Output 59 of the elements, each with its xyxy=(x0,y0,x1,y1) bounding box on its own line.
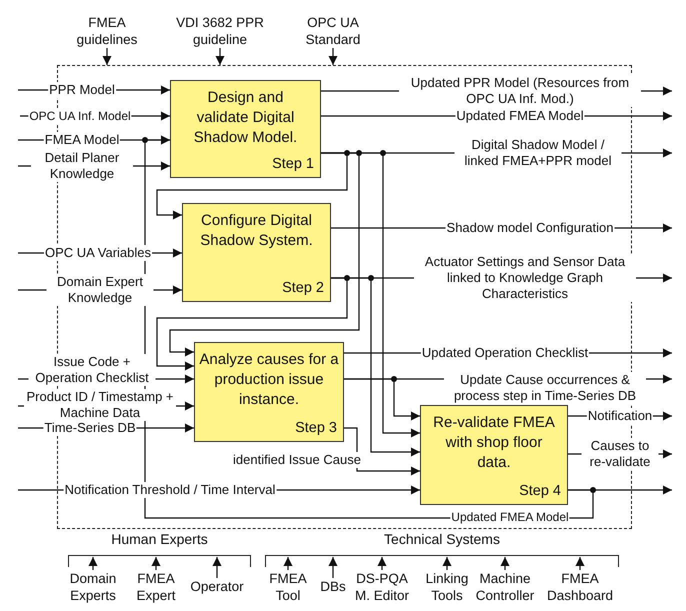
step-number: Step 1 xyxy=(272,155,314,173)
group-heading: Human Experts xyxy=(111,531,208,548)
edge-label: PPR Model xyxy=(48,82,116,98)
edge-label: Detail Planer Knowledge xyxy=(31,150,133,182)
control-label: FMEA guidelines xyxy=(67,14,147,48)
arrow xyxy=(576,557,584,570)
arrow xyxy=(328,557,338,578)
arrow xyxy=(378,557,386,570)
edge-label: Update Cause occurrences & process step in Time-Series DB xyxy=(444,372,646,404)
edge-label: Updated FMEA Model xyxy=(455,108,585,124)
arrow xyxy=(328,48,338,65)
edge-label: Actuator Settings and Sensor Data linked to Knowledge Graph Characteristics xyxy=(414,254,636,302)
arrow xyxy=(88,557,98,570)
arrow xyxy=(344,378,420,420)
process-title: Analyze causes for a production issue instance. xyxy=(198,350,340,410)
arrow xyxy=(321,152,420,438)
process-title: Configure Digital Shadow System. xyxy=(199,211,314,251)
mechanism-label: FMEA Expert xyxy=(130,570,182,604)
edge-label: Product ID / Timestamp + Machine Data xyxy=(24,389,176,421)
edge-label: FMEA Model xyxy=(44,132,120,148)
control-label: OPC UA Standard xyxy=(293,14,373,48)
mechanism-label: FMEA Dashboard xyxy=(541,570,619,604)
mechanism-label: DBs xyxy=(318,578,348,595)
edge-label: Notification xyxy=(586,408,654,424)
mechanism-label: Domain Experts xyxy=(62,570,124,604)
step-number: Step 4 xyxy=(519,482,561,500)
edge-label: Issue Code + Operation Checklist xyxy=(28,354,156,386)
process-box xyxy=(182,203,331,302)
arrow xyxy=(331,277,420,456)
edge-label: identified Issue Cause xyxy=(232,452,362,468)
edge-label: Domain Expert Knowledge xyxy=(46,274,154,306)
edge-label: Updated FMEA Model xyxy=(450,509,570,525)
arrow xyxy=(216,48,224,65)
mechanism-label: FMEA Tool xyxy=(264,570,312,604)
process-title: Design and validate Digital Shadow Model. xyxy=(192,88,298,148)
group-heading: Technical Systems xyxy=(384,531,500,548)
process-box xyxy=(194,342,344,442)
control-label: VDI 3682 PPR guideline xyxy=(168,14,272,48)
edge-label: Updated PPR Model (Resources from OPC UA Inf. Mod.) xyxy=(399,75,641,107)
arrow xyxy=(102,48,112,65)
edge-label: Shadow model Configuration xyxy=(446,220,614,236)
edge-label: OPC UA Variables xyxy=(44,245,152,261)
arrow xyxy=(284,557,292,570)
mechanism-label: Operator xyxy=(186,578,248,595)
process-box xyxy=(170,80,321,178)
arrow xyxy=(152,557,160,570)
edge-label: Notification Threshold / Time Interval xyxy=(64,482,276,498)
arrow xyxy=(500,557,510,570)
edge-label: OPC UA Inf. Model xyxy=(28,108,132,124)
process-title: Re-validate FMEA with shop floor data. xyxy=(432,413,556,473)
arrow xyxy=(212,557,222,578)
step-number: Step 3 xyxy=(295,419,337,437)
process-box xyxy=(420,405,568,505)
edge-label: Time-Series DB xyxy=(43,420,137,436)
mechanism-label: DS-PQA M. Editor xyxy=(351,570,413,604)
edge-label: Updated Operation Checklist xyxy=(420,345,590,361)
arrow xyxy=(442,557,452,570)
step-number: Step 2 xyxy=(282,279,324,297)
edge-label: Causes to re-validate xyxy=(582,438,658,470)
